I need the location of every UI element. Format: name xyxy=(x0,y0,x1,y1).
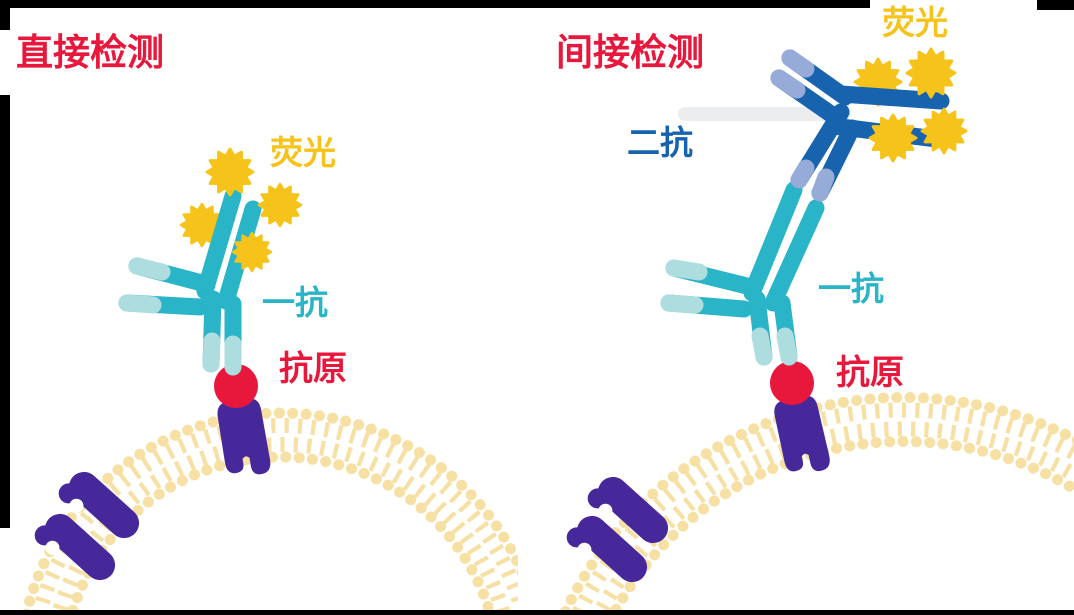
primary-antibody-label-right: 一抗 xyxy=(818,269,884,308)
antigen-circle xyxy=(770,361,814,405)
frame-border-left xyxy=(0,95,10,528)
frame-border-bottom xyxy=(0,610,1074,615)
frame-border-top-right xyxy=(1037,0,1074,10)
panel-title-indirect: 间接检测 xyxy=(556,31,704,74)
frame-border-left-top xyxy=(0,0,10,30)
antigen-label-right: 抗原 xyxy=(836,353,904,393)
antigen-label-left: 抗原 xyxy=(279,349,347,389)
fluorophore-label-right: 荧光 xyxy=(882,3,948,42)
panel-title-direct: 直接检测 xyxy=(16,31,164,74)
primary-antibody-right xyxy=(660,181,825,366)
antigen-circle xyxy=(214,364,258,408)
fluorophore-star-icon xyxy=(905,47,957,99)
cell-membrane-right xyxy=(557,392,1074,615)
primary-antibody-label-left: 一抗 xyxy=(262,283,328,322)
cell-membrane-left xyxy=(20,407,518,615)
secondary-antibody-label: 二抗 xyxy=(627,123,693,162)
faint-smudge xyxy=(678,107,850,121)
fluorophore-star-icon xyxy=(257,182,303,228)
fluorophore-star-icon xyxy=(868,113,918,163)
frame-border-top xyxy=(0,0,870,8)
fluorophore-star-icon xyxy=(205,147,255,197)
primary-antibody-left xyxy=(118,187,262,376)
fluorophore-label-left: 荧光 xyxy=(270,133,336,172)
